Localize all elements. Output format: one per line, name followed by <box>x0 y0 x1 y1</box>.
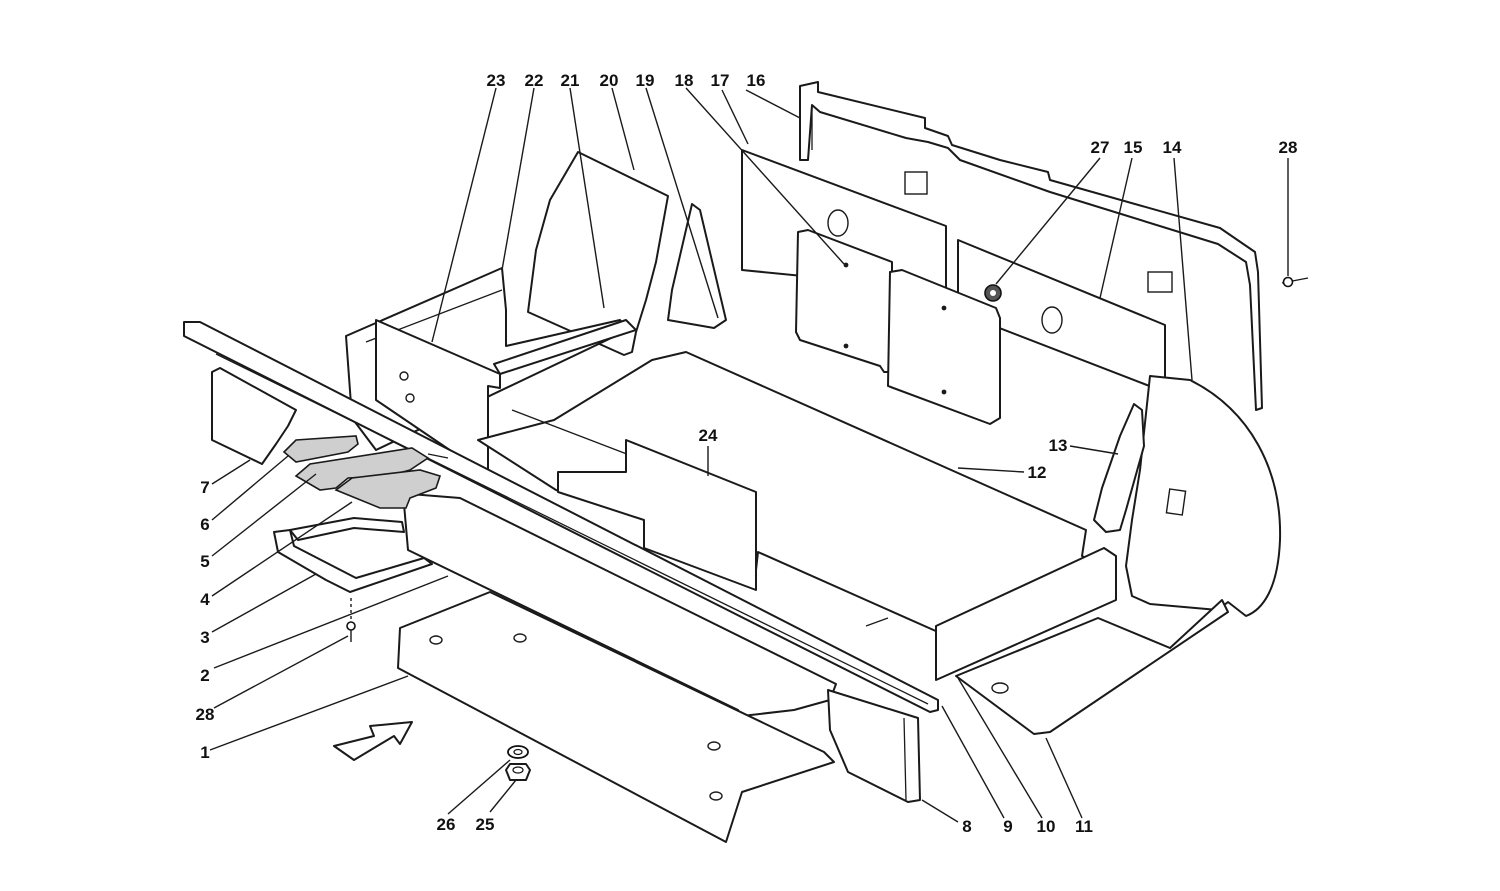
part-25-nut <box>505 763 531 781</box>
part-24-strip <box>557 439 757 591</box>
part-28-fastener-upper <box>1281 276 1309 288</box>
part-3-bracket <box>273 517 433 593</box>
part-11-tray <box>955 599 1229 735</box>
callout-24[interactable]: 24 <box>699 426 718 445</box>
callout-labels: 1 2 3 4 5 6 7 8 9 10 11 12 13 14 15 16 1… <box>196 71 1298 836</box>
callout-23[interactable]: 23 <box>487 71 506 90</box>
part-block-right <box>887 269 1001 425</box>
callout-25[interactable]: 25 <box>476 815 495 834</box>
part-14-side-panel <box>1125 375 1282 617</box>
part-19-wedge <box>667 203 727 329</box>
callout-15[interactable]: 15 <box>1124 138 1143 157</box>
part-9-sill-rail <box>183 321 939 713</box>
part-28-screw-lower <box>346 598 356 642</box>
callout-27[interactable]: 27 <box>1091 138 1110 157</box>
callout-19[interactable]: 19 <box>636 71 655 90</box>
callout-13[interactable]: 13 <box>1049 436 1068 455</box>
callout-1[interactable]: 1 <box>200 743 209 762</box>
callout-7[interactable]: 7 <box>200 478 209 497</box>
part-4-felt <box>334 469 442 509</box>
callout-20[interactable]: 20 <box>600 71 619 90</box>
callout-28-upper[interactable]: 28 <box>1279 138 1298 157</box>
callout-10[interactable]: 10 <box>1037 817 1056 836</box>
part-27-grommet <box>984 284 1002 302</box>
callout-17[interactable]: 17 <box>711 71 730 90</box>
callout-5[interactable]: 5 <box>200 552 209 571</box>
part-20-panel <box>527 151 669 356</box>
callout-3[interactable]: 3 <box>200 628 209 647</box>
callout-28-lower[interactable]: 28 <box>196 705 215 724</box>
callout-16[interactable]: 16 <box>747 71 766 90</box>
leader-lines <box>209 87 1289 823</box>
callout-22[interactable]: 22 <box>525 71 544 90</box>
callout-8[interactable]: 8 <box>962 817 971 836</box>
part-16-bulkhead-panel <box>799 81 1263 411</box>
part-10-strip <box>935 547 1117 681</box>
direction-arrow-icon <box>333 721 413 761</box>
callout-14[interactable]: 14 <box>1163 138 1182 157</box>
part-13-wedge <box>1093 403 1145 533</box>
callout-6[interactable]: 6 <box>200 515 209 534</box>
callout-9[interactable]: 9 <box>1003 817 1012 836</box>
part-6-felt <box>282 435 359 463</box>
callout-21[interactable]: 21 <box>561 71 580 90</box>
callout-11[interactable]: 11 <box>1075 817 1093 836</box>
part-1-floor-plate <box>397 591 835 843</box>
part-21-strip <box>493 319 637 375</box>
callout-4[interactable]: 4 <box>200 590 210 609</box>
callout-2[interactable]: 2 <box>200 666 209 685</box>
part-18-block <box>795 229 893 373</box>
callout-12[interactable]: 12 <box>1028 463 1047 482</box>
part-8-end-block <box>827 689 921 803</box>
part-7-pad <box>211 367 297 465</box>
callout-18[interactable]: 18 <box>675 71 694 90</box>
part-26-washer <box>507 745 529 759</box>
callout-26[interactable]: 26 <box>437 815 456 834</box>
part-2-floor-plate <box>403 493 837 717</box>
